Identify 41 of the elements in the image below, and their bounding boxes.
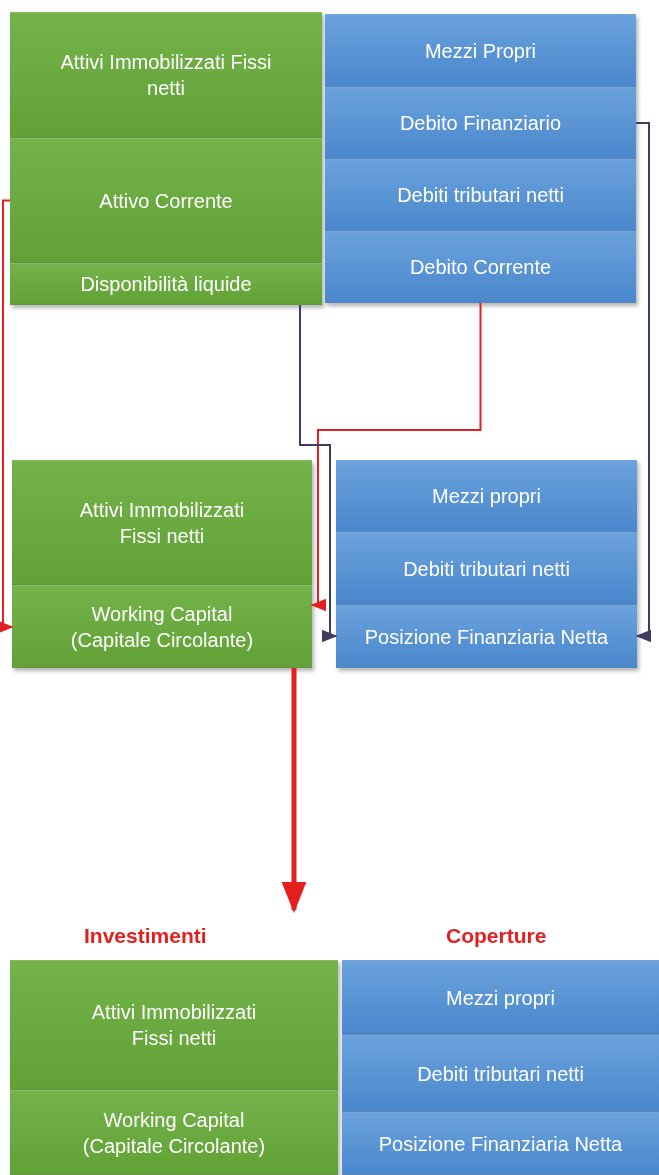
block-label: Mezzi propri	[432, 484, 541, 509]
block-label: Attivi Immobilizzati Fissi netti	[78, 497, 246, 549]
liability-block	[336, 605, 637, 668]
block-label: Attivo Corrente	[99, 188, 233, 214]
block-label: Mezzi propri	[446, 985, 555, 1011]
asset-block	[10, 960, 338, 1090]
asset-block	[12, 460, 312, 585]
liability-block	[325, 87, 636, 159]
block-label: Working Capital (Capitale Circolante)	[81, 1107, 267, 1159]
block-label: Debiti tributari netti	[403, 556, 570, 582]
column-heading: Investimenti	[84, 924, 207, 948]
block-label: Debito Finanziario	[399, 111, 562, 136]
block-label: Mezzi Propri	[424, 38, 537, 64]
arrow	[0, 199, 14, 634]
liability-block	[325, 159, 636, 231]
asset-block	[10, 263, 322, 305]
liability-block	[325, 14, 636, 87]
asset-block	[10, 138, 322, 263]
liability-block	[325, 231, 636, 303]
arrow	[299, 304, 338, 643]
column-heading: Coperture	[446, 924, 547, 948]
block-label: Debiti tributari netti	[397, 183, 564, 208]
liability-block	[336, 532, 637, 605]
block-label: Debito Corrente	[409, 255, 552, 280]
block-label: Disponibilità liquide	[80, 272, 252, 297]
block-label: Attivi Immobilizzati Fissi netti	[59, 50, 273, 101]
block-label: Posizione Finanziaria Netta	[378, 1131, 623, 1157]
liability-block	[342, 1112, 659, 1175]
arrow	[281, 668, 307, 914]
liability-block	[336, 460, 637, 532]
liability-block	[342, 1035, 659, 1112]
block-label: Working Capital (Capitale Circolante)	[69, 601, 255, 653]
asset-block	[10, 12, 322, 138]
block-label: Debiti tributari netti	[417, 1061, 584, 1087]
asset-block	[10, 1090, 338, 1175]
arrow	[635, 122, 652, 643]
block-label: Attivi Immobilizzati Fissi netti	[90, 1000, 258, 1051]
block-label: Posizione Finanziaria Netta	[364, 624, 609, 650]
liability-block	[342, 960, 659, 1035]
asset-block	[12, 585, 312, 668]
arrow	[310, 302, 482, 612]
